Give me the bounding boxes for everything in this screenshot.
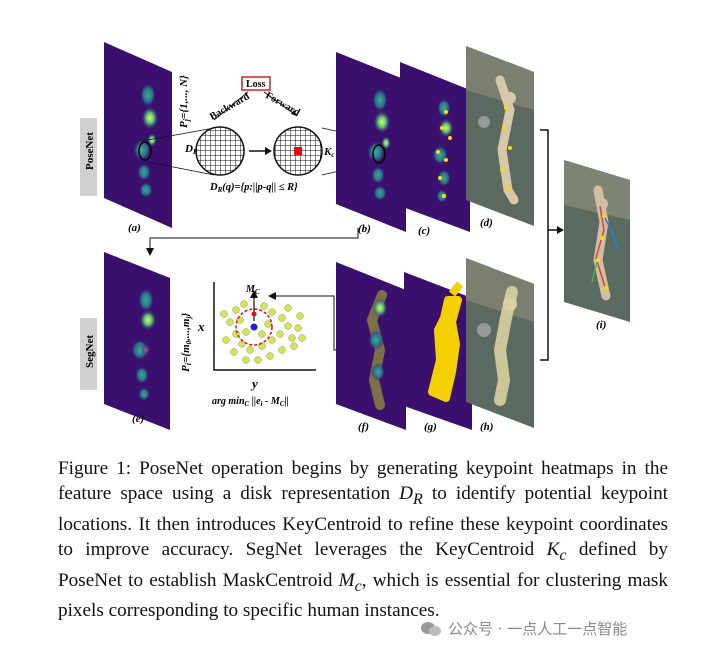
cluster-dots bbox=[221, 301, 306, 364]
panel-d-photo bbox=[466, 46, 534, 226]
dr-label: DR bbox=[184, 143, 198, 156]
dr-disk-grid bbox=[196, 127, 244, 175]
cluster-dot bbox=[279, 347, 286, 354]
cluster-dot bbox=[243, 357, 250, 364]
cluster-dot bbox=[221, 311, 228, 318]
figure-diagram: PoseNet SegNet (a) Pj={1,..., N} Loss Ba… bbox=[0, 0, 710, 440]
row-label-segnet: SegNet bbox=[80, 318, 97, 390]
forward-label: Forward bbox=[264, 90, 303, 119]
cluster-dot bbox=[255, 357, 262, 364]
panel-label-a: (a) bbox=[128, 222, 141, 234]
cluster-dot bbox=[223, 337, 230, 344]
cluster-dot bbox=[285, 323, 292, 330]
panel-label-c: (c) bbox=[418, 225, 430, 237]
panel-label-i: (i) bbox=[596, 319, 606, 331]
wechat-icon bbox=[420, 621, 442, 637]
panel-a-heatmap bbox=[104, 42, 172, 228]
cluster-dot bbox=[243, 329, 250, 336]
mc-label: MC bbox=[245, 284, 260, 296]
panel-e-heatmap bbox=[104, 252, 170, 430]
cluster-dot bbox=[227, 319, 234, 326]
dr-to-kc-arrow bbox=[265, 147, 272, 155]
cluster-dot bbox=[241, 301, 248, 308]
panel-i-result bbox=[564, 160, 630, 322]
panel-g-mask bbox=[404, 272, 472, 430]
backward-label: Backward bbox=[208, 91, 252, 123]
argmin-formula: arg minC ||ei - MC|| bbox=[212, 396, 289, 408]
panel-label-f: (f) bbox=[358, 421, 369, 433]
posenet-label: PoseNet bbox=[84, 132, 96, 170]
panel-label-e: (e) bbox=[132, 413, 144, 425]
cluster-dot bbox=[231, 349, 238, 356]
kc-label: Kc bbox=[323, 146, 334, 159]
cluster-dot bbox=[291, 343, 298, 350]
cluster-dot bbox=[267, 353, 274, 360]
cluster-dot bbox=[295, 325, 302, 332]
cluster-dot bbox=[285, 305, 292, 312]
figure-caption: Figure 1: PoseNet operation begins by ge… bbox=[58, 456, 668, 623]
segnet-label: SegNet bbox=[84, 335, 96, 368]
cluster-dot bbox=[265, 321, 272, 328]
row-label-posenet: PoseNet bbox=[80, 118, 97, 196]
cluster-dot bbox=[233, 307, 240, 314]
cluster-dot bbox=[299, 335, 306, 342]
panel-label-b: (b) bbox=[358, 223, 371, 235]
panel-c-heatmap bbox=[400, 62, 470, 232]
cluster-dot bbox=[261, 303, 268, 310]
cluster-dot bbox=[297, 313, 304, 320]
panel-label-d: (d) bbox=[480, 217, 493, 229]
cluster-dot bbox=[289, 335, 296, 342]
loss-label: Loss bbox=[246, 79, 266, 90]
cluster-dot bbox=[247, 347, 254, 354]
cluster-dot bbox=[237, 317, 244, 324]
panel-b-heatmap bbox=[336, 52, 406, 232]
watermark: 公众号 · 一点人工一点智能 bbox=[420, 618, 627, 639]
b-to-e-connector bbox=[150, 228, 358, 250]
merge-bracket bbox=[540, 130, 560, 360]
panel-f-heatmap bbox=[336, 262, 406, 430]
axis-x-label: x bbox=[197, 319, 205, 334]
panel-h-photo bbox=[466, 258, 534, 428]
cluster-dot bbox=[279, 315, 286, 322]
dr-formula: DR(q)={p:||p-q|| ≤ R} bbox=[209, 182, 298, 194]
panel-label-g: (g) bbox=[424, 421, 437, 433]
cluster-dot bbox=[277, 331, 284, 338]
panel-label-h: (h) bbox=[480, 421, 493, 433]
pi-set-label: Pi={m0,...,mj} bbox=[180, 313, 193, 372]
cluster-dot bbox=[259, 331, 266, 338]
mask-centroid-plot: x y MC arg minC ||ei - MC|| bbox=[197, 282, 316, 408]
cluster-dot bbox=[239, 341, 246, 348]
axis-y-label: y bbox=[250, 376, 258, 391]
cluster-dot bbox=[269, 309, 276, 316]
pj-set-label: Pj={1,..., N} bbox=[178, 75, 191, 128]
cluster-dot bbox=[269, 337, 276, 344]
